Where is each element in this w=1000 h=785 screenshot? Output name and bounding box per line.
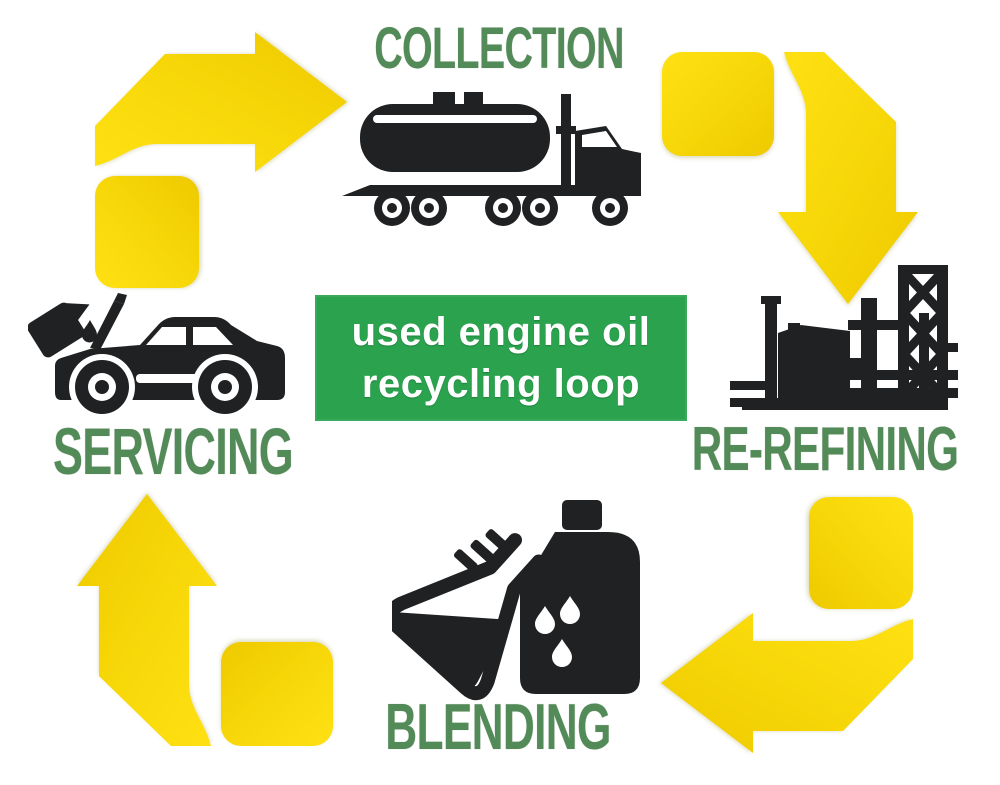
refinery-icon <box>730 265 958 410</box>
arrow-collection-to-rerefining <box>662 52 918 304</box>
center-title-line2: recycling loop <box>361 362 641 406</box>
arrow-blending-to-servicing <box>77 494 333 746</box>
stage-label-servicing: SERVICING <box>53 414 294 488</box>
center-title-line1: used engine oil <box>351 310 651 354</box>
flask-oil-bottle-icon <box>392 500 640 701</box>
center-title-box: used engine oil recycling loop <box>315 295 687 421</box>
stage-label-collection: COLLECTION <box>374 16 624 81</box>
arrow-rerefining-to-blending <box>661 497 913 753</box>
car-open-hood-oil-icon <box>28 293 285 420</box>
stage-label-blending: BLENDING <box>385 690 611 763</box>
stage-label-re-refining: RE-REFINING <box>691 415 959 484</box>
tanker-truck-icon <box>342 92 641 226</box>
arrow-servicing-to-collection <box>95 32 347 288</box>
